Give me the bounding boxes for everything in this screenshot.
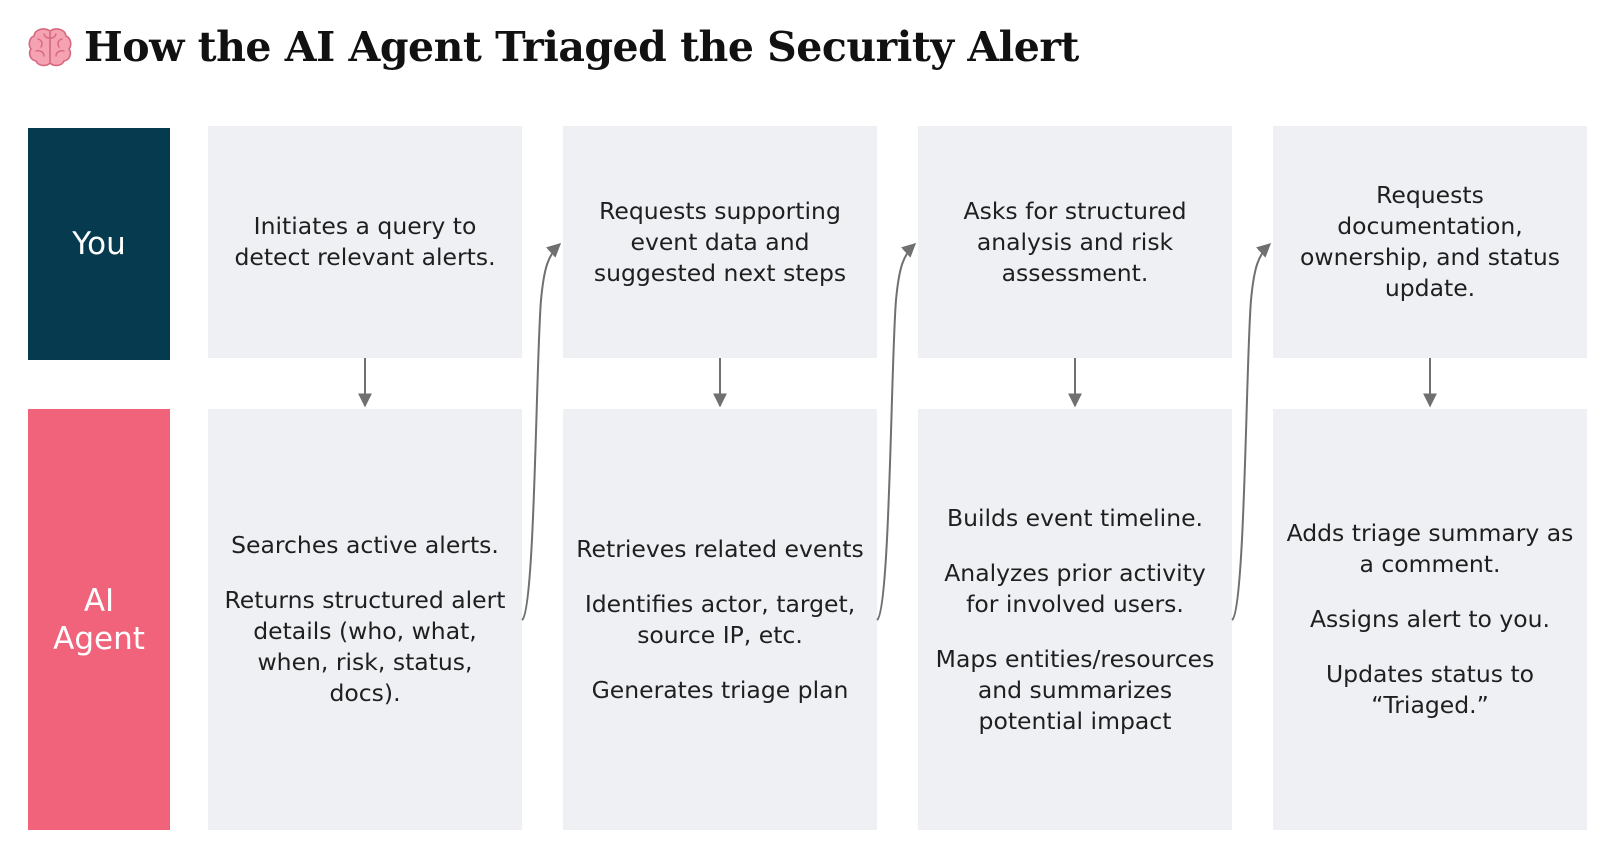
step-text: Returns structured alert details (who, w… [224,586,506,707]
step-text: Requests supporting event data and sugge… [593,196,847,287]
next-step-arrow [1231,243,1272,621]
step-4-request-box: Requests documentation, ownership, and s… [1273,126,1587,358]
lane-ai-text: AI Agent [53,582,145,657]
next-step-arrow [521,243,562,621]
page-title: How the AI Agent Triaged the Security Al… [26,14,1079,80]
lane-label-ai-agent: AI Agent [28,409,170,830]
title-text: How the AI Agent Triaged the Security Al… [84,23,1079,71]
step-text: Builds event timeline. [946,503,1204,532]
step-1-request-box: Initiates a query to detect relevant ale… [208,126,522,358]
step-text: Asks for structured analysis and risk as… [963,196,1187,287]
step-text: Maps entities/resources and summarizes p… [935,644,1215,735]
step-text: Initiates a query to detect relevant ale… [234,212,496,271]
step-2-agent-box: Retrieves related events Identifies acto… [563,409,877,830]
step-3-request-box: Asks for structured analysis and risk as… [918,126,1232,358]
next-step-arrow [876,243,917,621]
step-3-agent-box: Builds event timeline. Analyzes prior ac… [918,409,1232,830]
step-text: Adds triage summary as a comment. [1286,519,1574,578]
lane-you-text: You [72,226,126,262]
step-text: Analyzes prior activity for involved use… [944,558,1206,618]
step-text: Assigns alert to you. [1309,605,1551,633]
step-text: Requests documentation, ownership, and s… [1299,181,1561,302]
step-text: Generates triage plan [591,675,849,704]
step-text: Retrieves related events [576,534,864,563]
step-text: Updates status to “Triaged.” [1325,660,1535,719]
step-2-request-box: Requests supporting event data and sugge… [563,126,877,358]
step-text: Identifies actor, target, source IP, etc… [584,589,856,649]
step-text: Searches active alerts. [231,531,499,559]
step-4-agent-box: Adds triage summary as a comment. Assign… [1273,409,1587,830]
brain-icon [28,28,72,67]
step-1-agent-box: Searches active alerts. Returns structur… [208,409,522,830]
lane-label-you: You [28,128,170,360]
